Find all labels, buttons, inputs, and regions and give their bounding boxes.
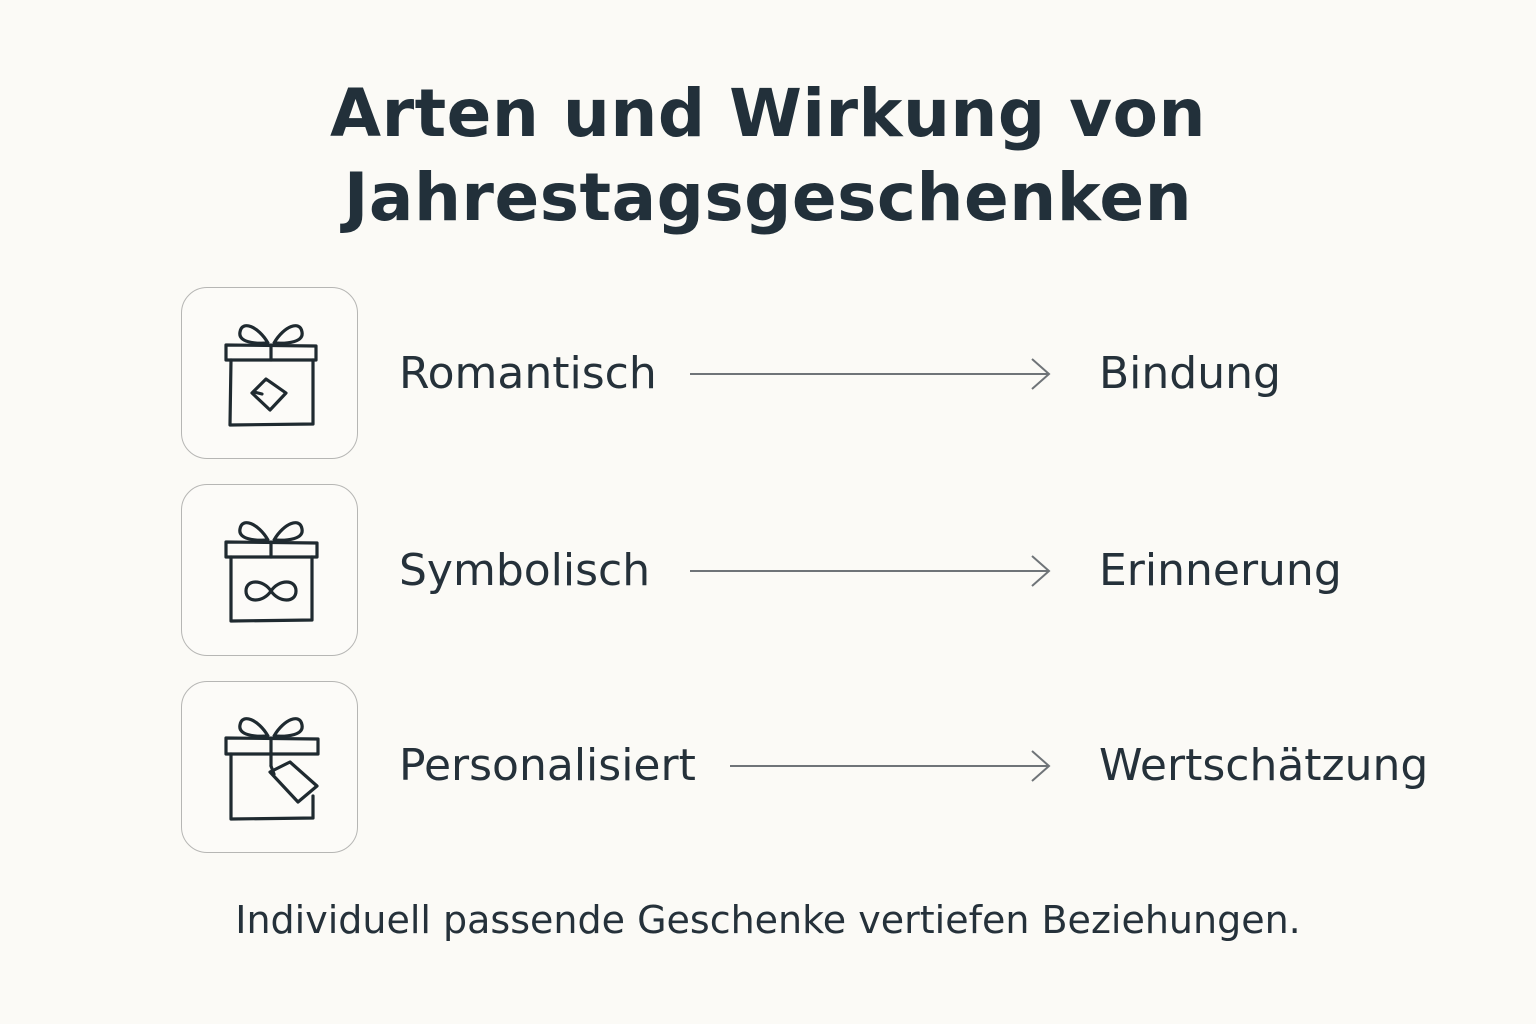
arrow-personalisiert <box>730 750 1051 782</box>
title-line-1: Arten und Wirkung von <box>329 75 1206 152</box>
gift-infinity-icon <box>224 521 319 623</box>
effect-wertschaetzung: Wertschätzung <box>1099 740 1429 791</box>
icon-box-personalisiert <box>181 681 358 853</box>
gift-type-romantisch: Romantisch <box>399 348 657 399</box>
arrow-symbolisch <box>690 555 1051 587</box>
diagram-title: Arten und Wirkung von Jahrestagsgeschenk… <box>0 72 1536 240</box>
effect-bindung: Bindung <box>1099 348 1281 399</box>
arrow-romantisch <box>690 358 1051 390</box>
effect-erinnerung: Erinnerung <box>1099 545 1342 596</box>
icon-box-symbolisch <box>181 484 358 656</box>
gift-tag-icon <box>224 324 318 427</box>
icon-box-romantisch <box>181 287 358 459</box>
gift-type-personalisiert: Personalisiert <box>399 740 696 791</box>
title-line-2: Jahrestagsgeschenken <box>343 159 1193 236</box>
gift-type-symbolisch: Symbolisch <box>399 545 651 596</box>
gift-label-icon <box>224 717 320 821</box>
footer-caption: Individuell passende Geschenke vertiefen… <box>235 898 1301 942</box>
